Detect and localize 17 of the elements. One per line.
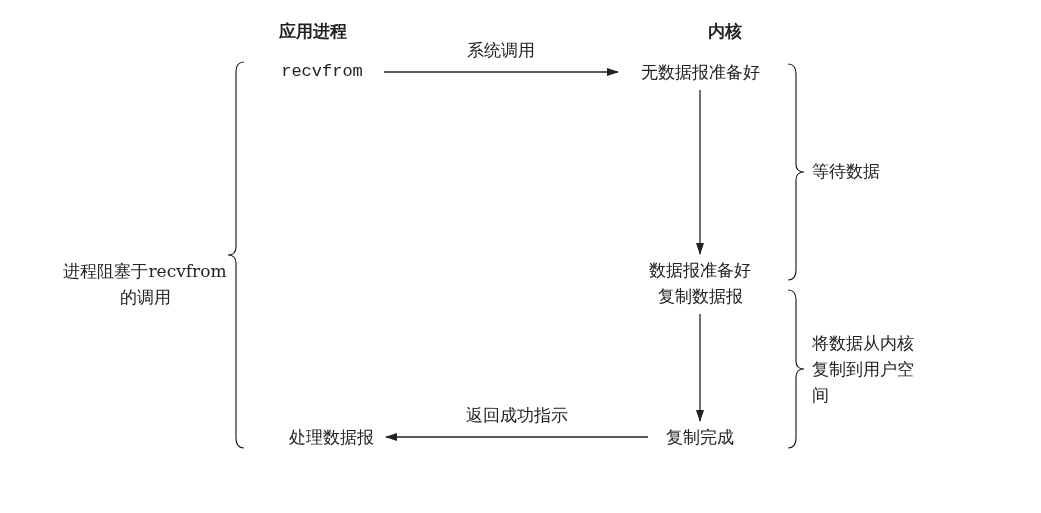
column-heading: 应用进程 bbox=[278, 20, 348, 43]
arrow bbox=[696, 313, 704, 422]
edge-label: 系统调用 bbox=[467, 38, 535, 62]
node-label: recvfrom bbox=[262, 60, 382, 84]
node-label: 复制完成 bbox=[650, 425, 750, 449]
annotation-text: 将数据从内核复制到用户空间 bbox=[812, 332, 915, 407]
arrow bbox=[385, 433, 649, 441]
edge-label: 返回成功指示 bbox=[466, 403, 568, 427]
node-label: 复制数据报 bbox=[640, 284, 760, 308]
column-heading: 内核 bbox=[707, 20, 743, 43]
annotation-text: 等待数据 bbox=[812, 160, 881, 183]
annotation-text: 进程阻塞于recvfrom的调用 bbox=[62, 260, 228, 309]
arrow bbox=[696, 89, 704, 255]
node-label: 处理数据报 bbox=[278, 425, 384, 449]
arrow bbox=[383, 68, 619, 76]
node-label: 无数据报准备好 bbox=[620, 60, 780, 84]
node-label: 数据报准备好 bbox=[628, 258, 772, 282]
